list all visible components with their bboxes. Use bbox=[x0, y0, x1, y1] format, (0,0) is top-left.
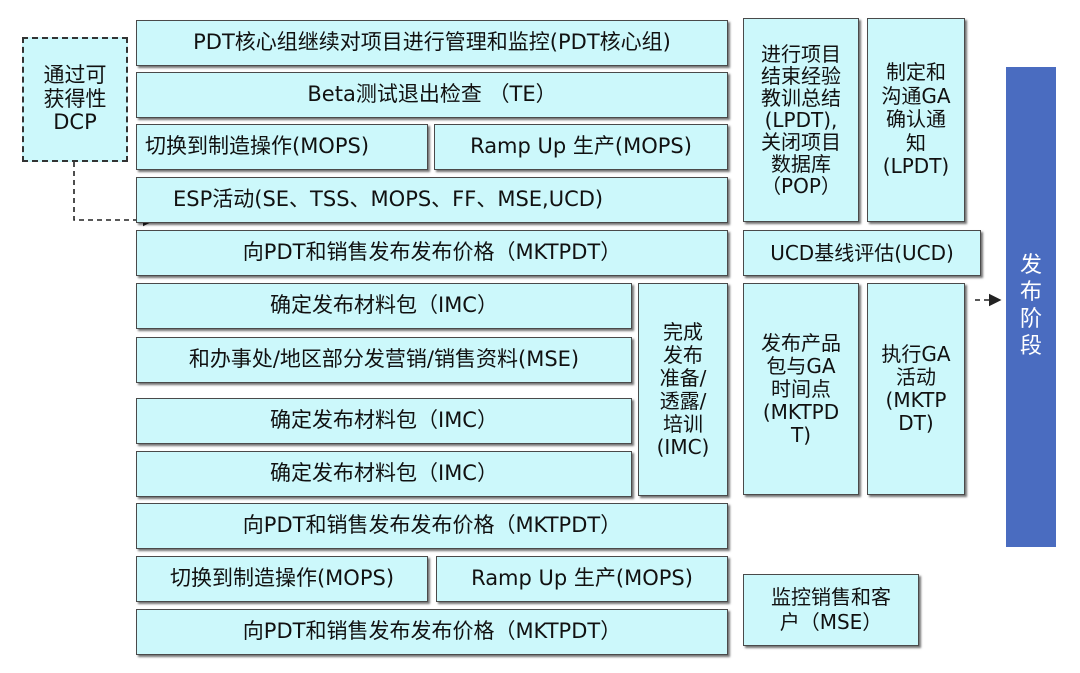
project-close-line-4: (LPDT), bbox=[764, 108, 838, 132]
ga-time-line-3: 时间点 bbox=[771, 376, 831, 401]
dcp-line-1: 通过可 bbox=[43, 63, 107, 88]
release-prep-line-4: 透露/ bbox=[659, 388, 707, 413]
ga-time-box: 发布产品 包与GA 时间点 (MKTPD T) bbox=[743, 283, 859, 495]
project-close-line-3: 教训总结 bbox=[761, 86, 841, 110]
project-close-line-7: （POP） bbox=[761, 174, 841, 198]
project-close-box: 进行项目 结束经验 教训总结 (LPDT), 关闭项目 数据库 （POP） bbox=[743, 18, 859, 222]
ga-activity-box: 执行GA 活动 (MKTP DT) bbox=[867, 283, 965, 495]
ga-activity-line-2: 活动 bbox=[896, 365, 936, 389]
row-pdt-core-monitor: PDT核心组继续对项目进行管理和监控(PDT核心组) bbox=[136, 20, 728, 66]
row-publish-price-3: 向PDT和销售发布发布价格（MKTPDT） bbox=[136, 609, 728, 655]
ga-activity-line-3: (MKTP bbox=[885, 388, 947, 412]
ga-time-line-1: 发布产品 bbox=[761, 330, 841, 355]
ga-confirm-line-2: 沟通GA bbox=[881, 83, 951, 108]
row-ramp-up-production: Ramp Up 生产(MOPS) bbox=[434, 124, 728, 170]
release-prep-line-3: 准备/ bbox=[659, 365, 707, 390]
row-marketing-materials: 和办事处/地区部分发营销/销售资料(MSE) bbox=[136, 337, 632, 383]
ucd-baseline-box: UCD基线评估(UCD) bbox=[743, 230, 981, 276]
ga-time-line-2: 包与GA bbox=[766, 353, 836, 378]
ga-confirm-line-3: 确认通 bbox=[886, 107, 946, 132]
phase-char-2: 布 bbox=[1019, 280, 1042, 306]
project-close-line-5: 关闭项目 bbox=[761, 130, 841, 154]
ga-activity-line-4: DT) bbox=[898, 411, 934, 435]
row-publish-price-1: 向PDT和销售发布发布价格（MKTPDT） bbox=[136, 230, 728, 276]
monitor-sales-box: 监控销售和客 户（MSE） bbox=[743, 574, 919, 646]
release-prep-line-2: 发布 bbox=[663, 342, 703, 367]
row-switch-manufacturing-2: 切换到制造操作(MOPS) bbox=[136, 556, 428, 602]
release-phase-bar: 发 布 阶 段 bbox=[1006, 67, 1056, 547]
monitor-line-1: 监控销售和客 bbox=[771, 585, 891, 609]
row-ramp-up-production-2: Ramp Up 生产(MOPS) bbox=[436, 556, 728, 602]
ga-time-line-5: T) bbox=[790, 422, 812, 447]
ga-time-line-4: (MKTPD bbox=[762, 399, 840, 424]
ga-activity-line-1: 执行GA bbox=[881, 342, 951, 366]
row-switch-manufacturing: 切换到制造操作(MOPS) bbox=[136, 124, 428, 170]
phase-char-3: 阶 bbox=[1019, 307, 1042, 332]
dcp-line-3: DCP bbox=[53, 110, 97, 135]
row-esp-activity: ESP活动(SE、TSS、MOPS、FF、MSE,UCD) bbox=[136, 177, 728, 223]
project-close-line-6: 数据库 bbox=[771, 152, 831, 176]
project-close-line-1: 进行项目 bbox=[761, 42, 841, 66]
dcp-line-2: 获得性 bbox=[43, 86, 107, 111]
row-beta-exit-check: Beta测试退出检查 （TE） bbox=[136, 72, 728, 118]
release-prep-line-6: (IMC) bbox=[656, 434, 710, 459]
monitor-line-2: 户（MSE） bbox=[779, 610, 883, 634]
phase-char-4: 段 bbox=[1019, 333, 1042, 359]
row-release-material-3: 确定发布材料包（IMC） bbox=[136, 451, 632, 497]
release-prep-box: 完成 发布 准备/ 透露/ 培训 (IMC) bbox=[638, 283, 728, 496]
ga-confirm-line-4: 知 bbox=[906, 130, 926, 155]
release-prep-line-1: 完成 bbox=[663, 319, 703, 344]
release-prep-line-5: 培训 bbox=[663, 411, 703, 436]
project-close-line-2: 结束经验 bbox=[761, 64, 841, 88]
dcp-box: 通过可 获得性 DCP bbox=[22, 37, 128, 162]
row-release-material-2: 确定发布材料包（IMC） bbox=[136, 398, 632, 444]
row-release-material-1: 确定发布材料包（IMC） bbox=[136, 283, 632, 329]
ga-confirm-line-5: (LPDT) bbox=[882, 154, 950, 179]
ga-confirm-line-1: 制定和 bbox=[886, 60, 946, 85]
row-publish-price-2: 向PDT和销售发布发布价格（MKTPDT） bbox=[136, 503, 728, 549]
ga-confirm-box: 制定和 沟通GA 确认通 知 (LPDT) bbox=[867, 18, 965, 222]
phase-char-1: 发 bbox=[1019, 253, 1042, 279]
